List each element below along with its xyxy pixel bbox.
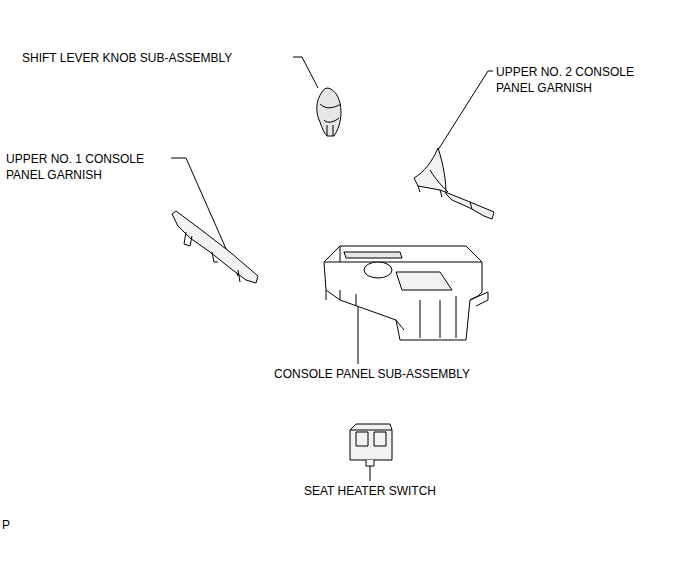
leader-line [358,298,359,364]
garnish-no1-drawing [172,211,258,283]
part-label: SEAT HEATER SWITCH [300,483,440,499]
part-label: CONSOLE PANEL SUB-ASSEMBLY [262,366,482,382]
leader-line [438,71,493,150]
part-label: UPPER NO. 1 CONSOLE PANEL GARNISH [6,151,178,183]
garnish-no2-drawing [414,148,494,219]
part-label: SHIFT LEVER KNOB SUB-ASSEMBLY [22,50,312,66]
leader-line [293,57,318,88]
console-panel-drawing [324,246,488,340]
part-label: P [2,517,22,533]
shift-knob-drawing [317,88,341,136]
part-label: UPPER NO. 2 CONSOLE PANEL GARNISH [496,64,668,96]
seat-heater-switch-drawing [350,424,392,466]
